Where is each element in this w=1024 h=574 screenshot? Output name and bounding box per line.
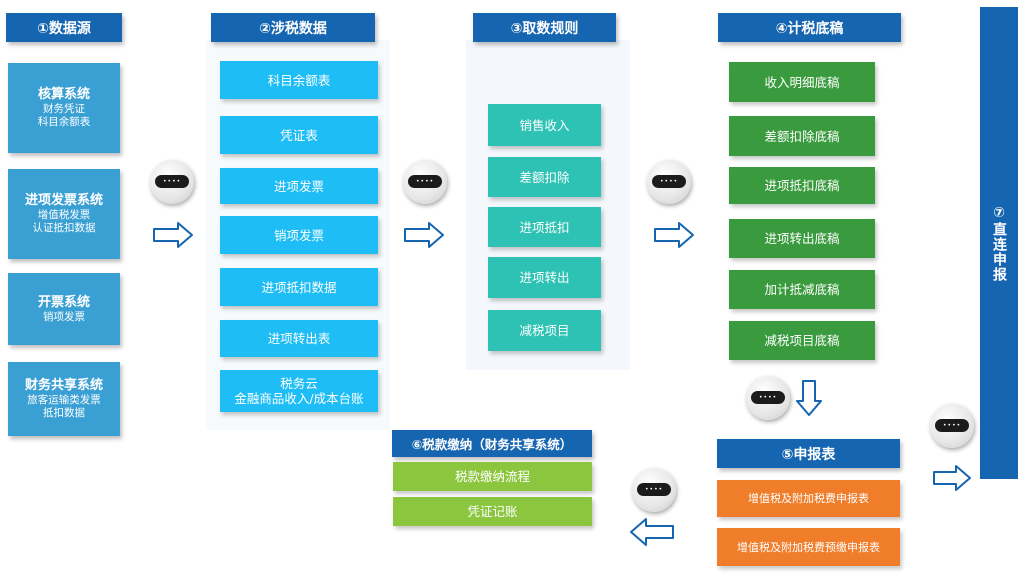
arrow-right-icon xyxy=(404,222,444,248)
rule-sales-revenue: 销售收入 xyxy=(488,104,601,146)
source-line: 增值税发票 xyxy=(37,209,91,221)
source-line: 财务凭证 xyxy=(43,103,85,115)
header-data-source: ①数据源 xyxy=(6,13,122,42)
arrow-down-icon xyxy=(796,380,822,416)
robot-icon: •••• xyxy=(930,404,974,448)
form-vat-surcharge-prepayment-return: 增值税及附加税费预缴申报表 xyxy=(717,528,900,566)
source-line: 科目余额表 xyxy=(37,116,91,128)
direct-filing-label: ⑦直连申报 xyxy=(991,204,1007,282)
arrow-left-icon xyxy=(630,518,674,546)
source-title: 进项发票系统 xyxy=(24,193,103,208)
tax-data-account-balance: 科目余额表 xyxy=(220,61,378,99)
source-title: 财务共享系统 xyxy=(24,378,103,393)
form-vat-surcharge-return: 增值税及附加税费申报表 xyxy=(717,480,900,517)
tax-data-voucher-table: 凭证表 xyxy=(220,116,378,154)
source-input-invoice-system: 进项发票系统 增值税发票 认证抵扣数据 xyxy=(8,169,120,259)
paper-additional-deduction: 加计抵减底稿 xyxy=(729,270,875,309)
rule-tax-reduction: 减税项目 xyxy=(488,310,601,351)
rule-input-transfer-out: 进项转出 xyxy=(488,257,601,298)
paper-input-transfer-out: 进项转出底稿 xyxy=(729,219,875,258)
source-title: 开票系统 xyxy=(37,294,90,310)
source-accounting-system: 核算系统 财务凭证 科目余额表 xyxy=(8,63,120,153)
payment-process: 税款缴纳流程 xyxy=(393,462,592,491)
box-line: 税务云 xyxy=(280,376,318,391)
paper-difference-deduction: 差额扣除底稿 xyxy=(729,116,875,156)
paper-income-detail: 收入明细底稿 xyxy=(729,62,875,102)
source-line: 认证抵扣数据 xyxy=(32,222,96,234)
robot-icon: •••• xyxy=(632,468,676,512)
header-tax-return: ⑤申报表 xyxy=(717,439,900,468)
source-line: 抵扣数据 xyxy=(43,407,85,419)
tax-data-input-transfer-out: 进项转出表 xyxy=(220,320,378,357)
source-line: 旅客运输类发票 xyxy=(27,394,101,406)
robot-icon: •••• xyxy=(746,376,790,420)
rule-input-deduction: 进项抵扣 xyxy=(488,207,601,247)
direct-filing-bar: ⑦直连申报 xyxy=(980,7,1018,479)
header-tax-payment: ⑥税款缴纳（财务共享系统） xyxy=(392,430,592,457)
arrow-right-icon xyxy=(654,222,694,248)
source-shared-finance-system: 财务共享系统 旅客运输类发票 抵扣数据 xyxy=(8,362,120,436)
header-extraction-rules: ③取数规则 xyxy=(473,13,616,42)
robot-icon: •••• xyxy=(647,160,691,204)
tax-data-input-deduction: 进项抵扣数据 xyxy=(220,268,378,306)
payment-voucher-posting: 凭证记账 xyxy=(393,497,592,526)
header-tax-data: ②涉税数据 xyxy=(211,13,375,42)
paper-tax-reduction: 减税项目底稿 xyxy=(729,321,875,360)
tax-data-input-invoice: 进项发票 xyxy=(220,168,378,204)
tax-data-output-invoice: 销项发票 xyxy=(220,216,378,254)
robot-icon: •••• xyxy=(150,160,194,204)
arrow-right-icon xyxy=(933,465,971,491)
tax-data-tax-cloud: 税务云 金融商品收入/成本台账 xyxy=(220,370,378,412)
robot-icon: •••• xyxy=(403,160,447,204)
source-title: 核算系统 xyxy=(37,87,90,102)
box-line: 金融商品收入/成本台账 xyxy=(234,391,364,406)
header-tax-working-papers: ④计税底稿 xyxy=(718,13,901,42)
arrow-right-icon xyxy=(153,222,193,248)
paper-input-deduction: 进项抵扣底稿 xyxy=(729,167,875,204)
source-line: 销项发票 xyxy=(43,310,85,323)
rule-difference-deduction: 差额扣除 xyxy=(488,157,601,197)
source-invoicing-system: 开票系统 销项发票 xyxy=(8,273,120,345)
